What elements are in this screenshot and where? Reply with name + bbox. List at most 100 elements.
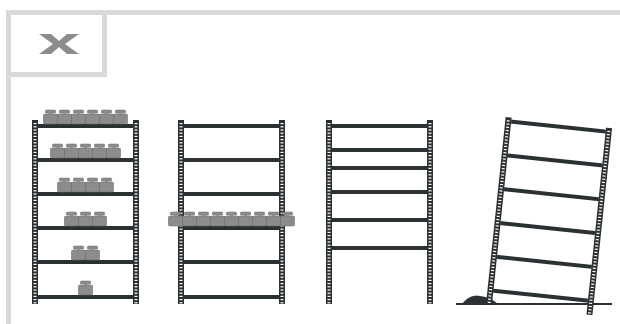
rack-post-right-hole: [135, 245, 138, 246]
rack-post-right-hole: [281, 200, 284, 201]
rack-post-right-hole: [281, 197, 284, 198]
rack-post-left-hole: [34, 270, 37, 271]
rack-post-right-hole: [429, 229, 432, 230]
rack-post-right-hole: [281, 165, 284, 166]
rack-post-right-hole: [281, 302, 284, 303]
weight-2-4: [93, 144, 107, 158]
rack-post-left-hole: [180, 190, 183, 191]
rack-post-left-hole: [180, 126, 183, 127]
rack-post-right-hole: [281, 145, 284, 146]
rack-shelf: [504, 187, 599, 201]
rack-post-left-hole: [180, 174, 183, 175]
weight-4-2: [79, 212, 93, 226]
rack-post-right-hole: [135, 190, 138, 191]
rack-post-right-hole: [135, 257, 138, 258]
rack-post-left-hole: [180, 133, 183, 134]
rack-post-left-hole: [328, 222, 331, 223]
rack-post-left-hole: [180, 158, 183, 159]
rack-post-left-hole: [180, 273, 183, 274]
weight-neck: [70, 214, 73, 216]
weight-body: [65, 216, 79, 226]
rack-post-right-hole: [281, 149, 284, 150]
rack-post-right-hole: [135, 225, 138, 226]
rack-post-right-hole: [135, 280, 138, 281]
rack-post-right-hole: [429, 248, 432, 249]
rack-post-left-hole: [180, 296, 183, 297]
rack-shelf: [332, 218, 427, 222]
weight-neck: [49, 112, 52, 114]
rack-post-right-hole: [429, 139, 432, 140]
rack-post-left-hole: [180, 302, 183, 303]
weight-neck: [119, 112, 122, 114]
rack-post-left-hole: [34, 216, 37, 217]
weight-body: [44, 114, 58, 124]
rack-post-left-hole: [328, 171, 331, 172]
rack-post-left-hole: [328, 264, 331, 265]
rack-post-right-hole: [429, 216, 432, 217]
rack-post-right-hole: [429, 181, 432, 182]
weight-neck: [98, 214, 101, 216]
rack-post-right-hole: [135, 158, 138, 159]
weight-body: [79, 285, 93, 295]
rack-post-left-hole: [34, 219, 37, 220]
rack-post-left-hole: [34, 248, 37, 249]
rack-post-left-hole: [34, 133, 37, 134]
rack-post-right-hole: [135, 149, 138, 150]
weight-3-4: [100, 178, 114, 192]
weight-neck: [244, 214, 247, 216]
weight-1-6: [114, 110, 128, 124]
rack-post-left-hole: [180, 171, 183, 172]
rack-shelf: [184, 124, 279, 128]
rack-post-right-hole: [429, 273, 432, 274]
rack-post-left-hole: [34, 203, 37, 204]
rack-post-right-hole: [429, 241, 432, 242]
weight-neck: [188, 214, 191, 216]
rack-post-right-hole: [429, 165, 432, 166]
rack-post-left-hole: [328, 177, 331, 178]
rack-post-left-hole: [328, 126, 331, 127]
rack-post-right-hole: [135, 193, 138, 194]
rack-post-left-hole: [34, 149, 37, 150]
rack-post-right-hole: [281, 277, 284, 278]
rack-post-right-hole: [429, 270, 432, 271]
weight-1-3: [72, 110, 86, 124]
rack-post-right-hole: [429, 123, 432, 124]
rack-post-right-hole: [135, 145, 138, 146]
weight-body: [58, 182, 72, 192]
rack-shelf: [38, 192, 133, 196]
rack-post-left-hole: [34, 261, 37, 262]
rack-post-right-hole: [429, 251, 432, 252]
rack-post-right-hole: [135, 209, 138, 210]
rack-post-left-hole: [180, 251, 183, 252]
weight-body: [86, 250, 100, 260]
rack-post-left-hole: [34, 200, 37, 201]
rack-post-right-hole: [135, 241, 138, 242]
rack-post-right-hole: [135, 229, 138, 230]
rack-post-right-hole: [281, 299, 284, 300]
rack-post-right-hole: [135, 238, 138, 239]
rack-post-left: [32, 120, 38, 304]
rack-post-left-hole: [328, 209, 331, 210]
rack-post-left-hole: [180, 181, 183, 182]
rack-post-right-hole: [429, 296, 432, 297]
rack-post-right-hole: [281, 136, 284, 137]
weight-body: [100, 182, 114, 192]
rack-post-left-hole: [180, 139, 183, 140]
rack-post-left-hole: [180, 232, 183, 233]
rack-post-right-hole: [281, 158, 284, 159]
rack-post-right-hole: [135, 171, 138, 172]
rack-post-right-hole: [135, 155, 138, 156]
rack-post-right-hole: [429, 277, 432, 278]
rack-post-right-hole: [281, 264, 284, 265]
rack-post-right-hole: [135, 133, 138, 134]
rack-post-right-hole: [281, 254, 284, 255]
rack-post-right-hole: [135, 273, 138, 274]
rack-shelf: [38, 158, 133, 162]
rack-post-right-hole: [281, 209, 284, 210]
rack-post-left-hole: [34, 286, 37, 287]
rack-post-right-hole: [429, 235, 432, 236]
weight-body: [86, 182, 100, 192]
rack-post-right-hole: [281, 235, 284, 236]
rack-post-right-hole: [281, 129, 284, 130]
rack-post-left-hole: [34, 190, 37, 191]
